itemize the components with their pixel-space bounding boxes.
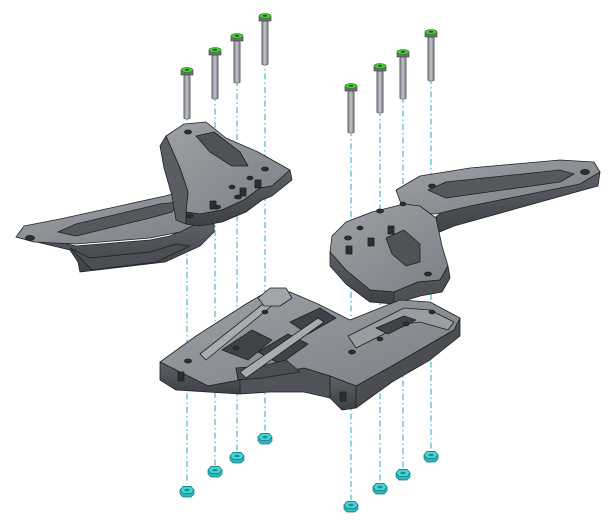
left-nut-3 (229, 452, 245, 464)
right-nut-3 (395, 469, 411, 481)
left-screw-1 (180, 67, 194, 120)
left-bracket (15, 121, 293, 273)
left-nut-4 (257, 433, 273, 445)
left-screw-2 (208, 47, 222, 100)
right-nut-1 (343, 501, 359, 513)
left-nut-2 (207, 466, 223, 478)
left-nut-1 (179, 486, 195, 498)
left-screw-3 (230, 33, 244, 84)
right-bracket (329, 159, 601, 305)
left-screw-4 (258, 13, 272, 66)
right-screw-2 (373, 63, 387, 114)
right-nut-4 (423, 451, 439, 463)
right-screw-3 (396, 49, 410, 100)
right-screw-1 (344, 83, 358, 134)
fasteners (179, 13, 439, 513)
right-screw-4 (424, 29, 438, 82)
base-mount (159, 287, 461, 411)
right-nut-2 (372, 483, 388, 495)
